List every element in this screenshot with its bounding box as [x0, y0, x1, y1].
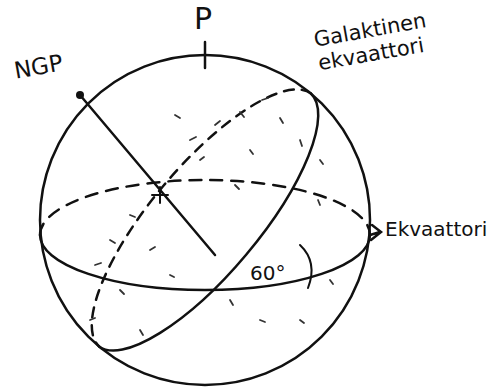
angle-label: 60° — [250, 262, 285, 285]
equator-label: Ekvaattori — [385, 218, 487, 241]
pole-tick — [204, 42, 207, 68]
sphere-outline — [40, 55, 370, 385]
ngp-point — [76, 91, 84, 99]
angle-arc — [300, 245, 312, 288]
center-cross — [152, 187, 168, 203]
star-marks — [90, 98, 333, 335]
ngp-label: NGP — [12, 50, 65, 85]
equator-arrow — [370, 225, 381, 240]
equator-back — [40, 180, 370, 235]
ngp-axis — [80, 95, 215, 255]
galactic-equator-label: Galaktinen ekvaattori — [312, 2, 468, 76]
pole-label: P — [194, 2, 212, 37]
galactic-equator-back — [92, 89, 311, 346]
galactic-equator-front — [99, 94, 318, 351]
